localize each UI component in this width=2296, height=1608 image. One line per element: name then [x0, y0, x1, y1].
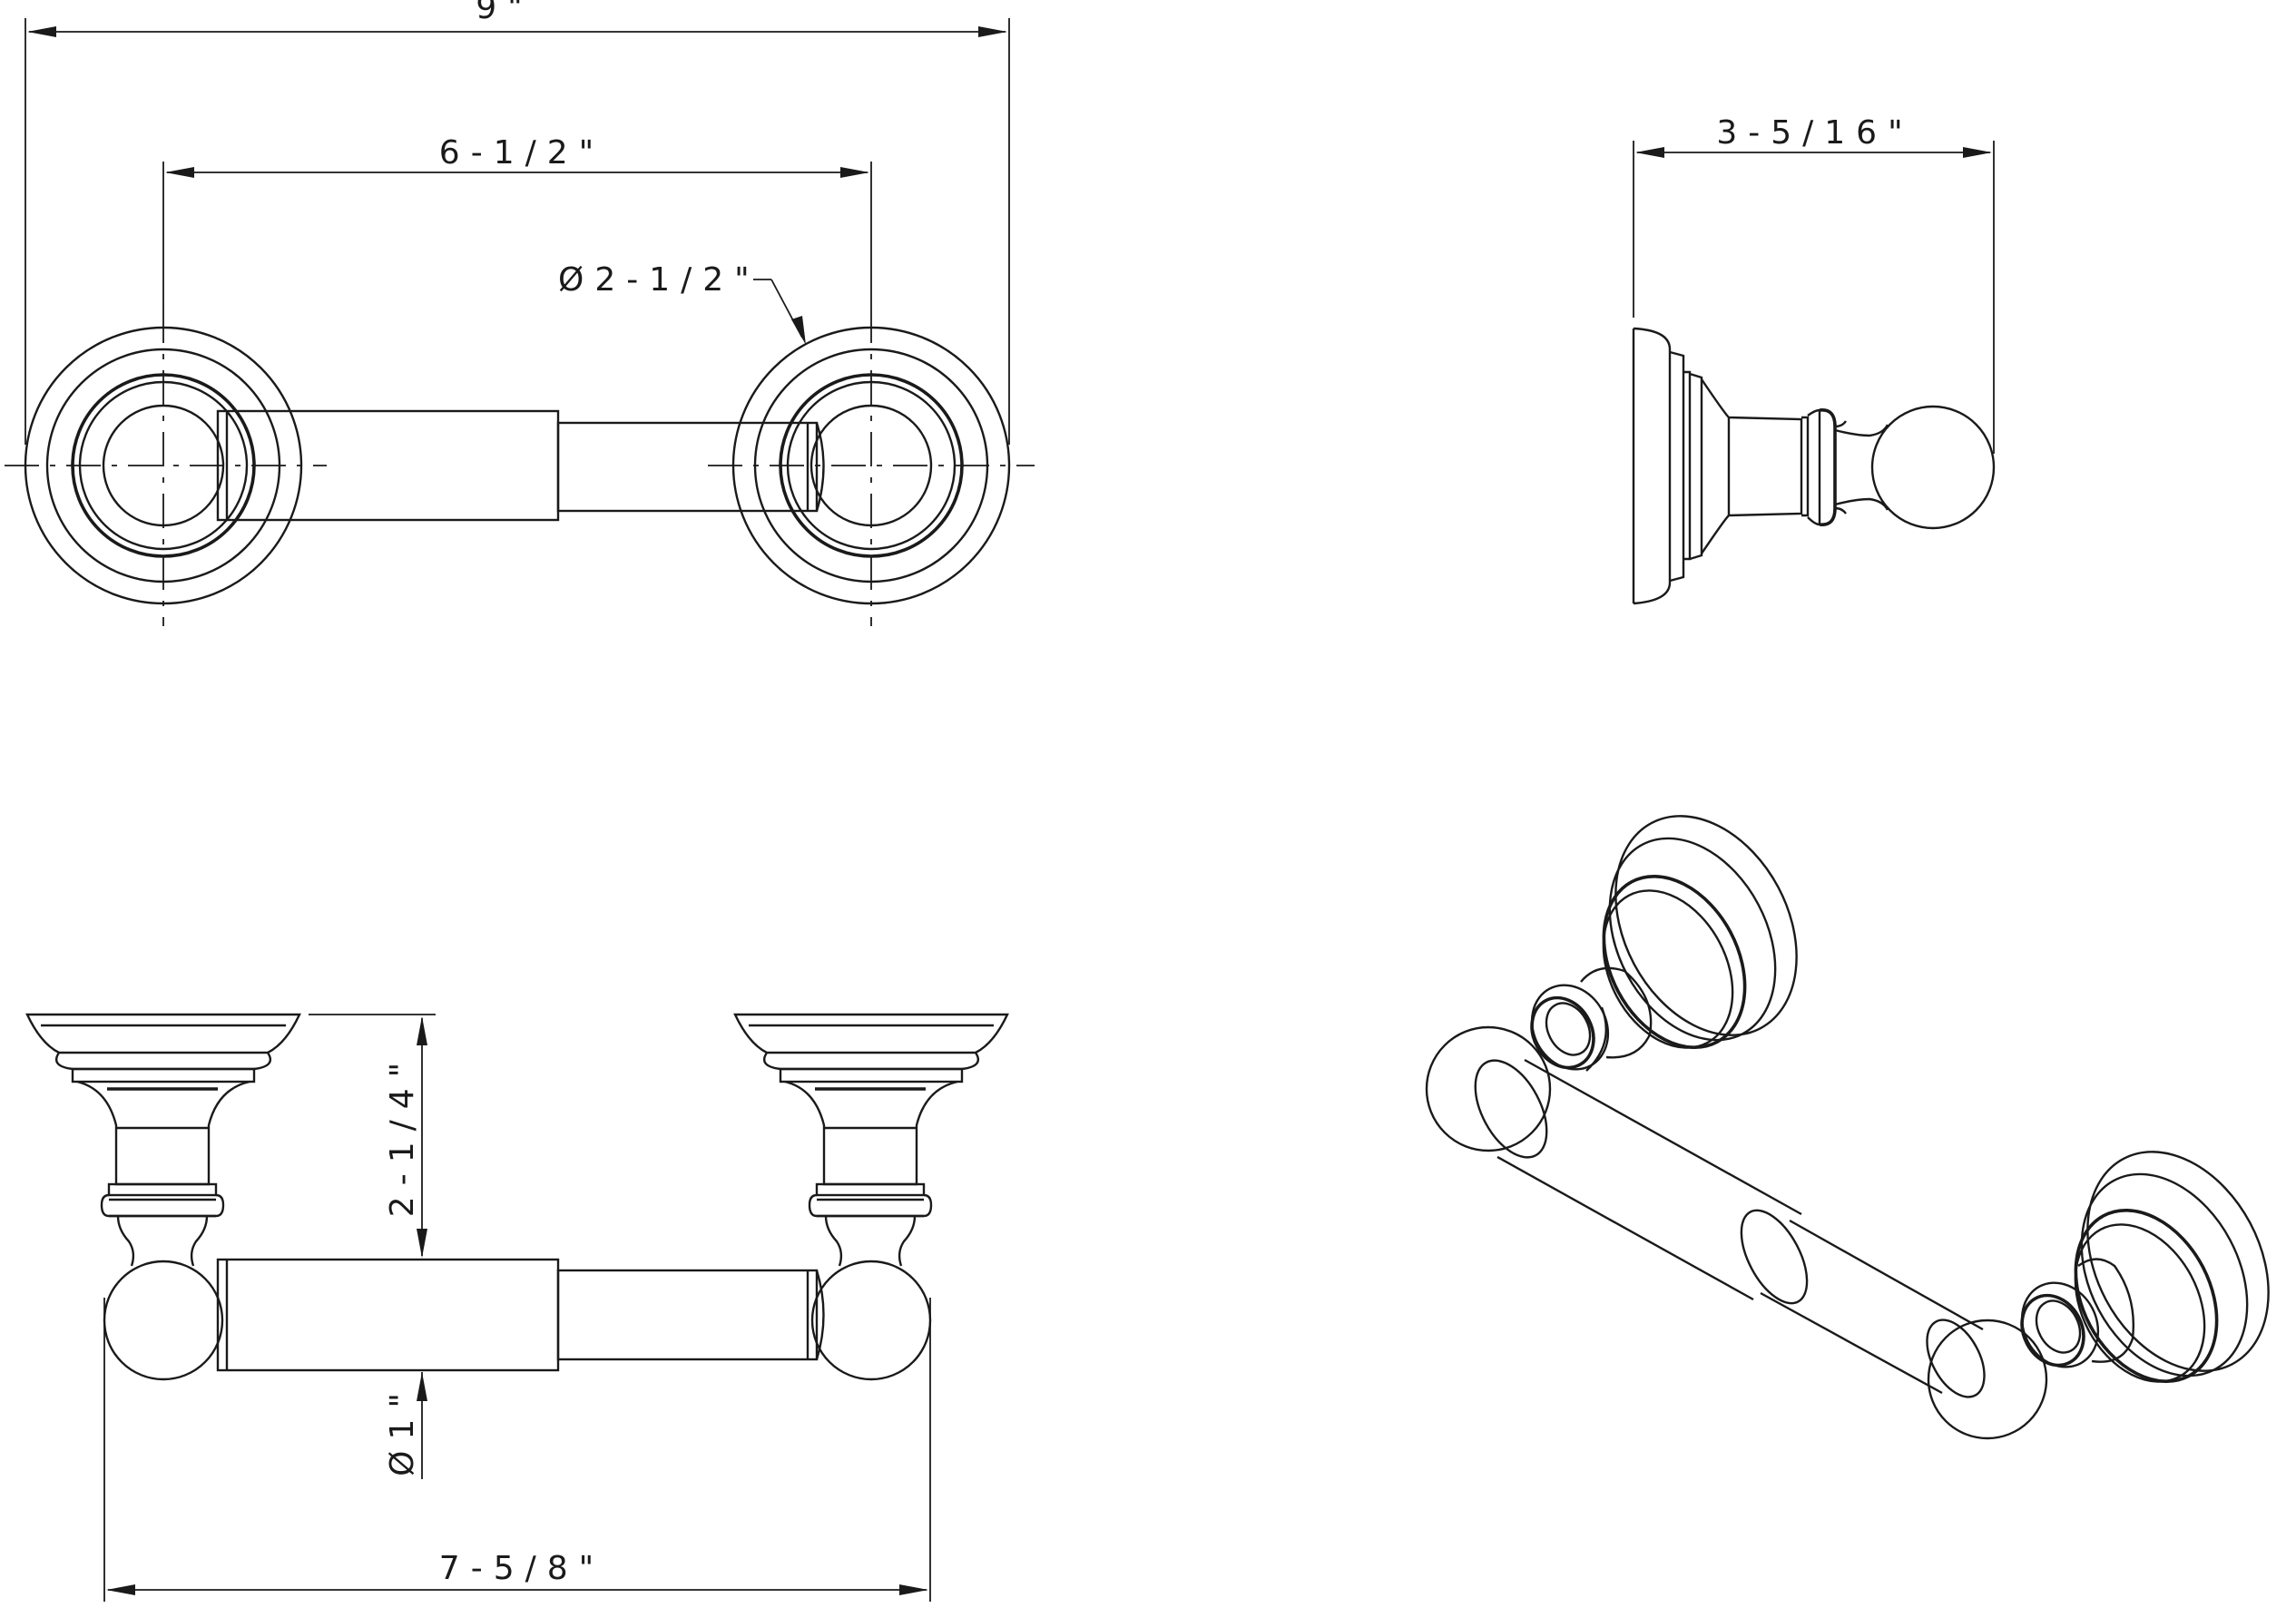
overall-width-dimension: 9"	[25, 0, 1010, 445]
iso-right-mount	[2020, 1151, 2270, 1384]
height-dimension: 2-1/4"	[309, 1014, 436, 1258]
right-post	[733, 1013, 1009, 1381]
mount-spacing-dimension: 6-1/2"	[162, 134, 872, 309]
side-view: 3-5/16"	[1632, 114, 1996, 605]
base-width-dimension: 7-5/8"	[103, 1298, 931, 1602]
iso-roller	[1474, 1058, 1986, 1398]
base-diameter-leader: Ø2-1/2"	[558, 261, 806, 345]
isometric-view	[1425, 815, 2270, 1440]
front-view: 9" 6-1/2" Ø2-1/2"	[5, 0, 1035, 626]
roller-diameter-dimension: Ø1"	[384, 1372, 427, 1479]
base-width-label: 7-5/8"	[439, 1550, 604, 1587]
iso-right-ball	[1927, 1319, 2048, 1440]
left-post	[25, 1013, 301, 1381]
roller-diameter-label: Ø1"	[384, 1382, 421, 1476]
iso-left-mount	[1530, 815, 1798, 1072]
projection-label: 3-5/16"	[1716, 114, 1913, 152]
iso-left-ball	[1425, 1025, 1552, 1152]
base-diameter-label: Ø2-1/2"	[558, 261, 760, 299]
height-label: 2-1/4"	[384, 1052, 421, 1217]
projection-dimension: 3-5/16"	[1633, 114, 1995, 454]
mount-spacing-label: 6-1/2"	[439, 134, 604, 172]
overall-width-label: 9"	[476, 0, 533, 26]
bottom-view: 2-1/4" Ø1" 7-5/8"	[25, 1013, 1009, 1602]
bottom-roller	[216, 1258, 825, 1372]
